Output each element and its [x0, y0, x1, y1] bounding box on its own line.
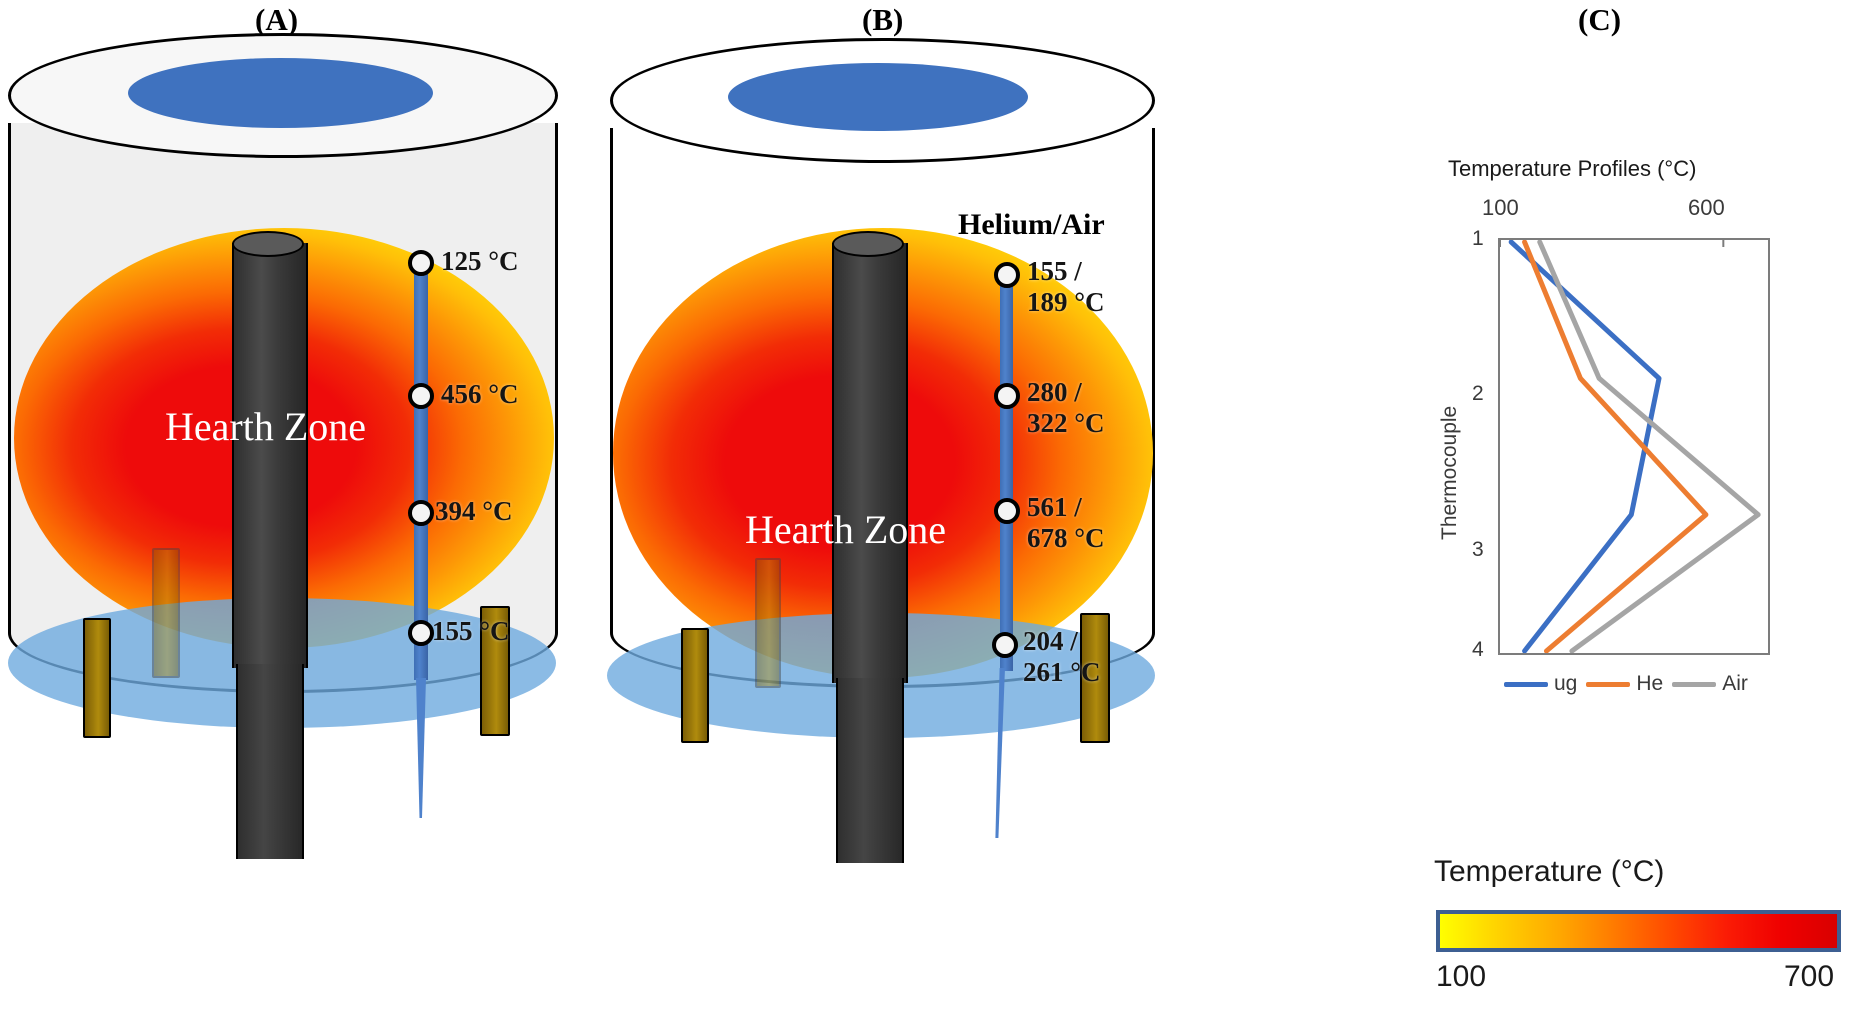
burner-rod-b-ghost: [755, 558, 781, 688]
thermocouple-node-b-4[interactable]: [992, 632, 1018, 658]
legend-swatch-he: [1586, 681, 1631, 687]
legend-label-ug: ug: [1554, 672, 1578, 695]
thermocouple-probe-tip-b: [995, 668, 1005, 838]
legend-item-0[interactable]: ug: [1504, 672, 1577, 696]
burner-rod-a-right: [480, 606, 510, 736]
chart-x-tick-0: 100: [1482, 195, 1519, 220]
thermocouple-node-a-2[interactable]: [408, 383, 434, 409]
chart-series-He: [1522, 240, 1709, 653]
temp-reading-b-3: 561 / 678 °C: [1027, 492, 1105, 554]
colorbar-max-label: 700: [1784, 960, 1835, 993]
center-tube-cap-a: [232, 231, 304, 257]
chart-series-Air: [1537, 240, 1761, 653]
panel-c-label: (C): [1578, 2, 1622, 37]
temp-reading-b-2-line2: 322 °C: [1027, 408, 1105, 439]
thermocouple-node-b-2[interactable]: [994, 383, 1020, 409]
chart-y-axis-label: Thermocouple: [1438, 405, 1461, 540]
thermocouple-probe-tip-a: [416, 678, 426, 818]
panel-b-label: (B): [862, 2, 904, 37]
center-tube-lower-a: [236, 664, 304, 859]
center-tube-cap-b: [832, 231, 904, 257]
temp-reading-b-4-line1: 204 /: [1023, 626, 1078, 656]
legend-label-he: He: [1636, 672, 1664, 695]
temp-reading-b-4: 204 / 261 °C: [1023, 626, 1101, 688]
legend-swatch-air: [1672, 681, 1717, 687]
thermocouple-node-a-3[interactable]: [408, 500, 434, 526]
chart-y-tick-2: 3: [1472, 538, 1484, 561]
chart-y-tick-1: 2: [1472, 382, 1484, 405]
temp-reading-b-3-line2: 678 °C: [1027, 523, 1105, 554]
furnace-diagram-b: 155 / 189 °C 280 / 322 °C 561 / 678 °C 2…: [595, 28, 1175, 888]
chart-title: Temperature Profiles (°C): [1448, 156, 1697, 181]
chart-y-tick-0: 1: [1472, 227, 1484, 250]
chart-series-ug: [1508, 240, 1662, 653]
temp-reading-b-1: 155 / 189 °C: [1027, 256, 1105, 318]
temp-reading-a-2: 456 °C: [441, 379, 519, 409]
burner-rod-b-right: [1080, 613, 1110, 743]
chart-legend: ug He Air: [1504, 672, 1748, 696]
center-tube-lower-b: [836, 678, 904, 863]
center-tube-b: [832, 243, 908, 683]
thermocouple-node-b-3[interactable]: [994, 498, 1020, 524]
chart-y-tick-3: 4: [1472, 638, 1484, 661]
hearth-zone-label-b: Hearth Zone: [745, 507, 947, 552]
vessel-port-a: [128, 58, 433, 128]
colorbar-title: Temperature (°C): [1434, 855, 1665, 888]
legend-item-2[interactable]: Air: [1672, 672, 1748, 696]
chart-plot-area: [1498, 238, 1770, 655]
temp-reading-b-2-line1: 280 /: [1027, 377, 1082, 407]
burner-rod-a-left: [83, 618, 111, 738]
temp-reading-a-3: 394 °C: [435, 496, 513, 526]
gas-type-label-b: Helium/Air: [958, 208, 1105, 241]
legend-label-air: Air: [1722, 672, 1748, 695]
legend-item-1[interactable]: He: [1586, 672, 1663, 696]
chart-series-svg: [1500, 240, 1761, 653]
temp-reading-b-4-line2: 261 °C: [1023, 657, 1101, 688]
burner-rod-a-ghost: [152, 548, 180, 678]
temp-reading-a-1: 125 °C: [441, 246, 519, 276]
thermocouple-probe-a: [414, 260, 428, 680]
burner-rod-b-left: [681, 628, 709, 743]
temp-reading-b-1-line2: 189 °C: [1027, 287, 1105, 318]
temp-reading-b-3-line1: 561 /: [1027, 492, 1082, 522]
thermocouple-node-b-1[interactable]: [994, 262, 1020, 288]
chart-x-tick-1: 600: [1688, 195, 1725, 220]
furnace-diagram-a: 125 °C 456 °C 394 °C 155 °C Hearth Zone: [0, 28, 580, 888]
thermocouple-node-a-1[interactable]: [408, 250, 434, 276]
temperature-colorbar: [1436, 910, 1841, 952]
panel-a-label: (A): [255, 2, 299, 37]
legend-swatch-ug: [1504, 681, 1548, 687]
thermocouple-node-a-4[interactable]: [408, 620, 434, 646]
thermocouple-probe-b: [1000, 271, 1013, 671]
colorbar-container: Temperature (°C) 100 700: [1434, 855, 1849, 1010]
chart-container-c: Temperature Profiles (°C) 100 600 Thermo…: [1420, 150, 1849, 730]
colorbar-min-label: 100: [1436, 960, 1487, 993]
hearth-zone-label-a: Hearth Zone: [165, 404, 367, 449]
center-tube-a: [232, 243, 308, 668]
temp-reading-a-4: 155 °C: [432, 616, 510, 646]
temp-reading-b-2: 280 / 322 °C: [1027, 377, 1105, 439]
temp-reading-b-1-line1: 155 /: [1027, 256, 1082, 286]
vessel-port-b: [728, 63, 1028, 131]
